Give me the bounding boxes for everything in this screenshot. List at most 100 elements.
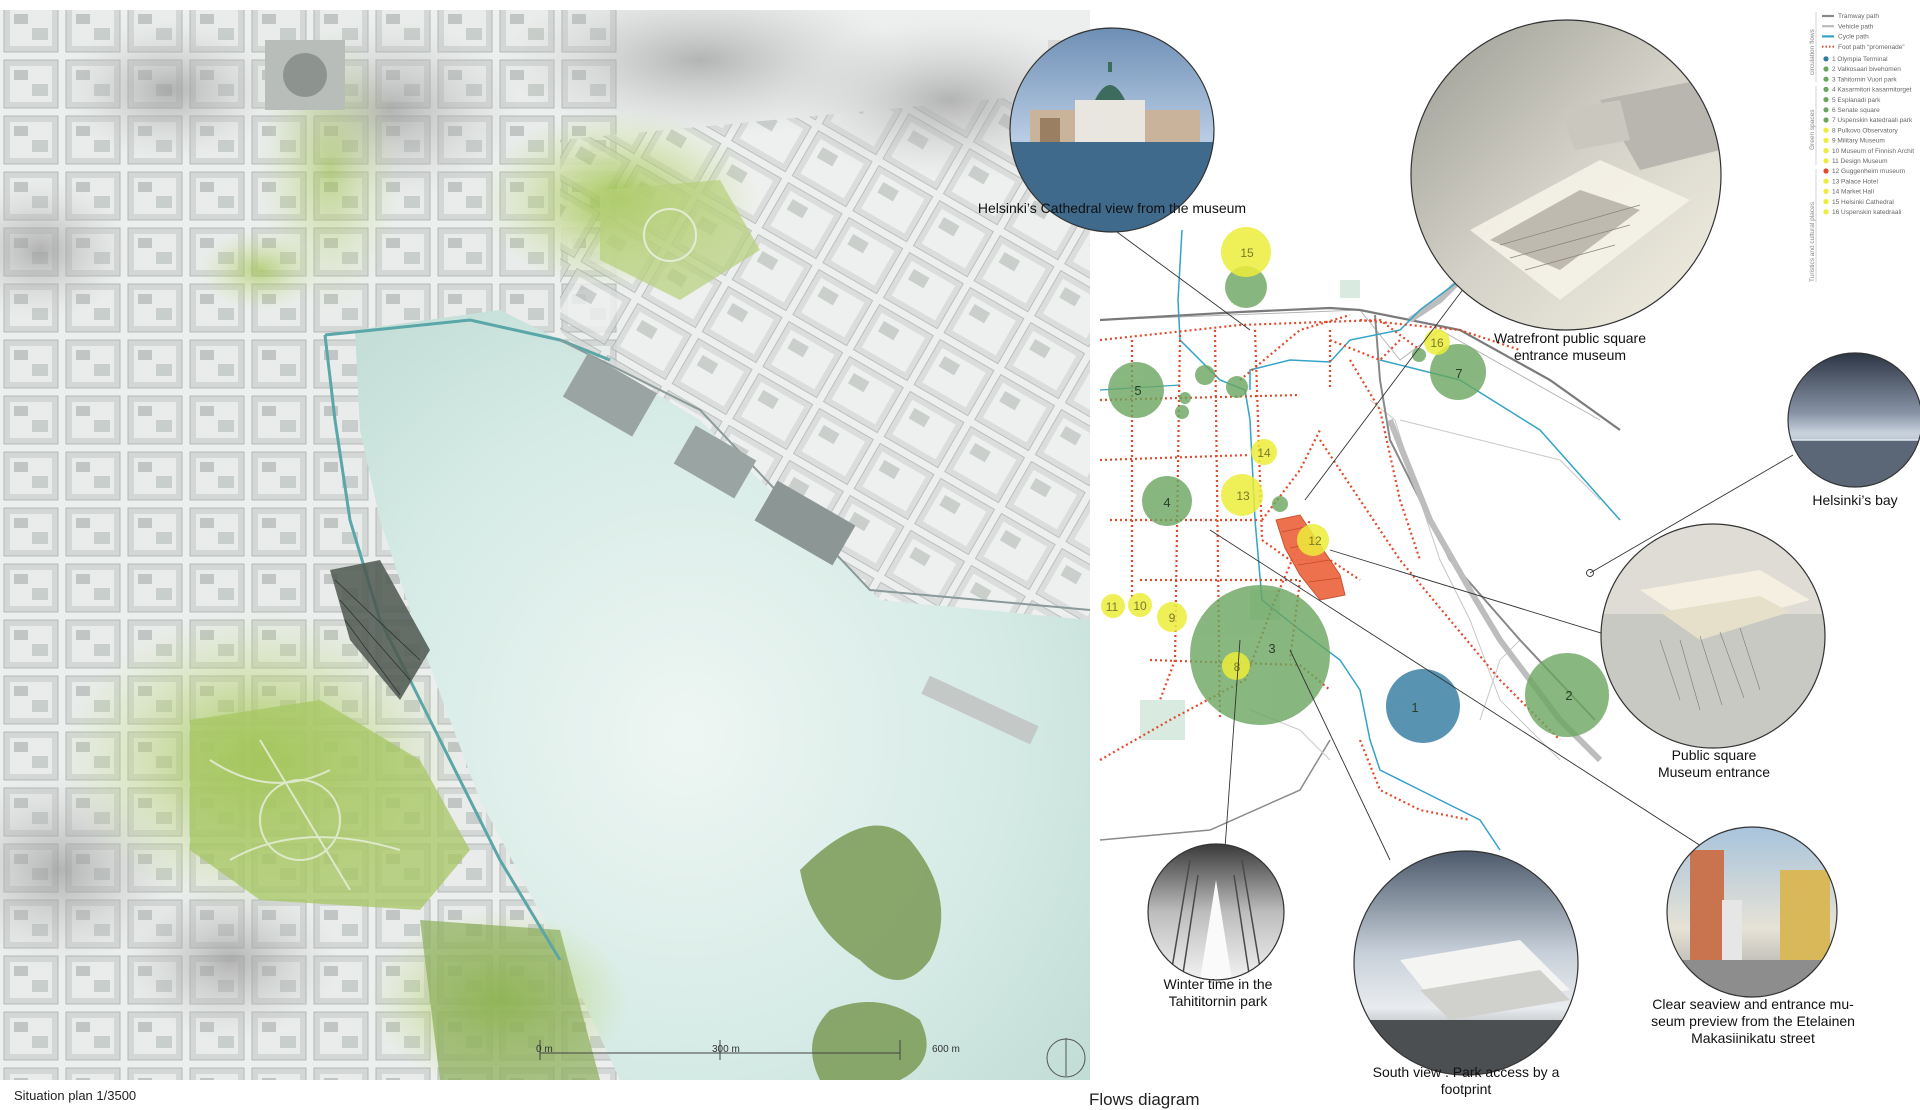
marker-8-observatory bbox=[1222, 652, 1250, 680]
legend-group-circulation: circulation flows bbox=[1809, 28, 1816, 75]
scale-mark-600: 600 m bbox=[932, 1044, 960, 1055]
marker-4-kasarmitori bbox=[1142, 476, 1192, 526]
legend-place-dot bbox=[1823, 199, 1829, 205]
marker-15-label: 15 bbox=[1240, 246, 1254, 260]
marker-5-label: 5 bbox=[1134, 383, 1141, 398]
legend-place-label: 15 Helsinki Cathedral bbox=[1832, 199, 1894, 206]
museum-footprint bbox=[330, 560, 430, 700]
legend-place-label: 3 Tahitornin Vuori park bbox=[1832, 76, 1897, 83]
legend-line-label: Vehicle path bbox=[1838, 23, 1874, 30]
north-arrow-icon bbox=[1046, 1038, 1086, 1078]
legend-place-label: 13 Palace Hotel bbox=[1832, 178, 1878, 185]
legend-place-label: 1 Olympia Terminal bbox=[1832, 56, 1888, 63]
marker-11-design-museum bbox=[1101, 594, 1125, 618]
legend-group-green: Green spaces bbox=[1809, 109, 1816, 150]
legend-line-label: Cycle path bbox=[1838, 34, 1869, 41]
marker-14-label: 14 bbox=[1257, 446, 1271, 460]
caption-seaview-line1: Clear seaview and entrance mu- bbox=[1652, 996, 1854, 1012]
legend-place-label: 10 Museum of Finnish Archit bbox=[1832, 148, 1914, 155]
marker-4-label: 4 bbox=[1163, 495, 1170, 510]
caption-public-square-line1: Public square bbox=[1672, 747, 1757, 763]
legend-place-label: 4 Kasarmitori kasarmitorget bbox=[1832, 87, 1912, 94]
situation-plan-caption: Situation plan 1/3500 bbox=[14, 1088, 136, 1103]
marker-3-label: 3 bbox=[1268, 641, 1275, 656]
marker-1-label: 1 bbox=[1411, 700, 1418, 715]
photo-seaview-street bbox=[1666, 826, 1838, 998]
legend-place-dot bbox=[1823, 56, 1829, 62]
marker-16-label: 16 bbox=[1430, 336, 1444, 350]
flows-diagram: 1 2 3 4 5 7 8 9 10 11 12 13 14 15 bbox=[978, 19, 1920, 1097]
caption-waterfront-line1: Watrefront public square bbox=[1494, 330, 1646, 346]
photo-winter-park bbox=[1147, 843, 1285, 981]
caption-waterfront-line2: entrance museum bbox=[1514, 347, 1626, 363]
park-tahititornin bbox=[190, 700, 470, 910]
caption-public-square-line2: Museum entrance bbox=[1658, 764, 1770, 780]
legend-place-dot bbox=[1823, 148, 1829, 154]
legend-place-label: 14 Market Hall bbox=[1832, 189, 1874, 196]
legend-place-dot bbox=[1823, 168, 1829, 174]
marker-7-uspenskin-park bbox=[1430, 344, 1486, 400]
marker-2-label: 2 bbox=[1565, 688, 1572, 703]
legend-place-label: 5 Esplanadi park bbox=[1832, 97, 1881, 104]
photo-cathedral-view bbox=[1009, 27, 1215, 233]
legend-place-dot bbox=[1823, 209, 1829, 215]
legend-place-dot bbox=[1823, 137, 1829, 143]
legend-place-dot bbox=[1823, 178, 1829, 184]
marker-10-architecture-museum bbox=[1128, 593, 1152, 617]
caption-cathedral-view: Helsinki’s Cathedral view from the museu… bbox=[978, 200, 1246, 216]
legend-place-dot bbox=[1823, 117, 1829, 123]
photo-helsinki-bay bbox=[1787, 352, 1920, 488]
marker-3-tahitornin-park bbox=[1190, 585, 1330, 725]
caption-helsinki-bay: Helsinki’s bay bbox=[1812, 492, 1897, 508]
marker-11-label: 11 bbox=[1106, 600, 1119, 614]
caption-winter-line1: Winter time in the bbox=[1164, 976, 1273, 992]
legend-place-label: 16 Uspenskin katedraali bbox=[1832, 209, 1901, 216]
island-south bbox=[812, 1002, 927, 1080]
marker-12-label: 12 bbox=[1308, 534, 1322, 548]
marker-8-label: 8 bbox=[1234, 660, 1241, 674]
caption-seaview-line3: Makasiinikatu street bbox=[1691, 1030, 1815, 1046]
legend-place-dot bbox=[1823, 127, 1829, 133]
legend-place-dot bbox=[1823, 66, 1829, 72]
photo-public-square bbox=[1600, 523, 1826, 749]
caption-winter-line2: Tahititornin park bbox=[1169, 993, 1269, 1009]
marker-13-palace-hotel bbox=[1221, 474, 1263, 516]
legend-line-label: Tramway path bbox=[1838, 13, 1879, 20]
flows-diagram-caption: Flows diagram bbox=[1089, 1090, 1200, 1109]
legend-place-dot bbox=[1823, 76, 1829, 82]
legend-place-dot bbox=[1823, 86, 1829, 92]
marker-14-market-hall bbox=[1251, 439, 1277, 465]
legend-place-dot bbox=[1823, 97, 1829, 103]
legend-place-dot bbox=[1823, 188, 1829, 194]
photo-south-view bbox=[1353, 850, 1579, 1076]
marker-16-uspenskin bbox=[1424, 329, 1450, 355]
scale-mark-300: 300 m bbox=[712, 1044, 740, 1055]
legend-place-label: 9 Military Museum bbox=[1832, 138, 1885, 145]
legend-place-label: 11 Design Museum bbox=[1832, 158, 1888, 165]
marker-6-senate-square bbox=[1225, 266, 1267, 308]
legend-place-dot bbox=[1823, 107, 1829, 113]
marker-7-label: 7 bbox=[1455, 366, 1462, 381]
caption-south-view-line2: footprint bbox=[1441, 1081, 1492, 1097]
marker-9-military-museum bbox=[1157, 602, 1187, 632]
caption-south-view-line1: South view . Park access by a bbox=[1373, 1064, 1560, 1080]
marker-9-label: 9 bbox=[1169, 611, 1176, 625]
legend-line-label: Foot path “promenade” bbox=[1838, 44, 1904, 51]
caption-seaview-line2: seum preview from the Etelainen bbox=[1651, 1013, 1855, 1029]
guggenheim-museum-footprint bbox=[1275, 514, 1346, 601]
legend-place-label: 6 Senate square bbox=[1832, 107, 1880, 114]
photo-waterfront-square bbox=[1410, 19, 1722, 331]
tramway-path bbox=[1099, 306, 1621, 431]
situation-plan: 0 m 300 m 600 m bbox=[0, 10, 1090, 1080]
marker-5-esplanadi bbox=[1108, 362, 1164, 418]
marker-12-guggenheim bbox=[1297, 524, 1329, 556]
marker-10-label: 10 bbox=[1133, 599, 1147, 613]
legend-group-cultural: Turistics and cultural places bbox=[1809, 201, 1816, 282]
legend-place-label: 7 Uspenskin katedraali park bbox=[1832, 117, 1913, 124]
marker-15-helsinki-cathedral bbox=[1221, 227, 1271, 277]
legend-place-label: 8 Pulkovo Observatory bbox=[1832, 127, 1899, 134]
island-north bbox=[800, 825, 942, 980]
legend-place-dot bbox=[1823, 158, 1829, 164]
